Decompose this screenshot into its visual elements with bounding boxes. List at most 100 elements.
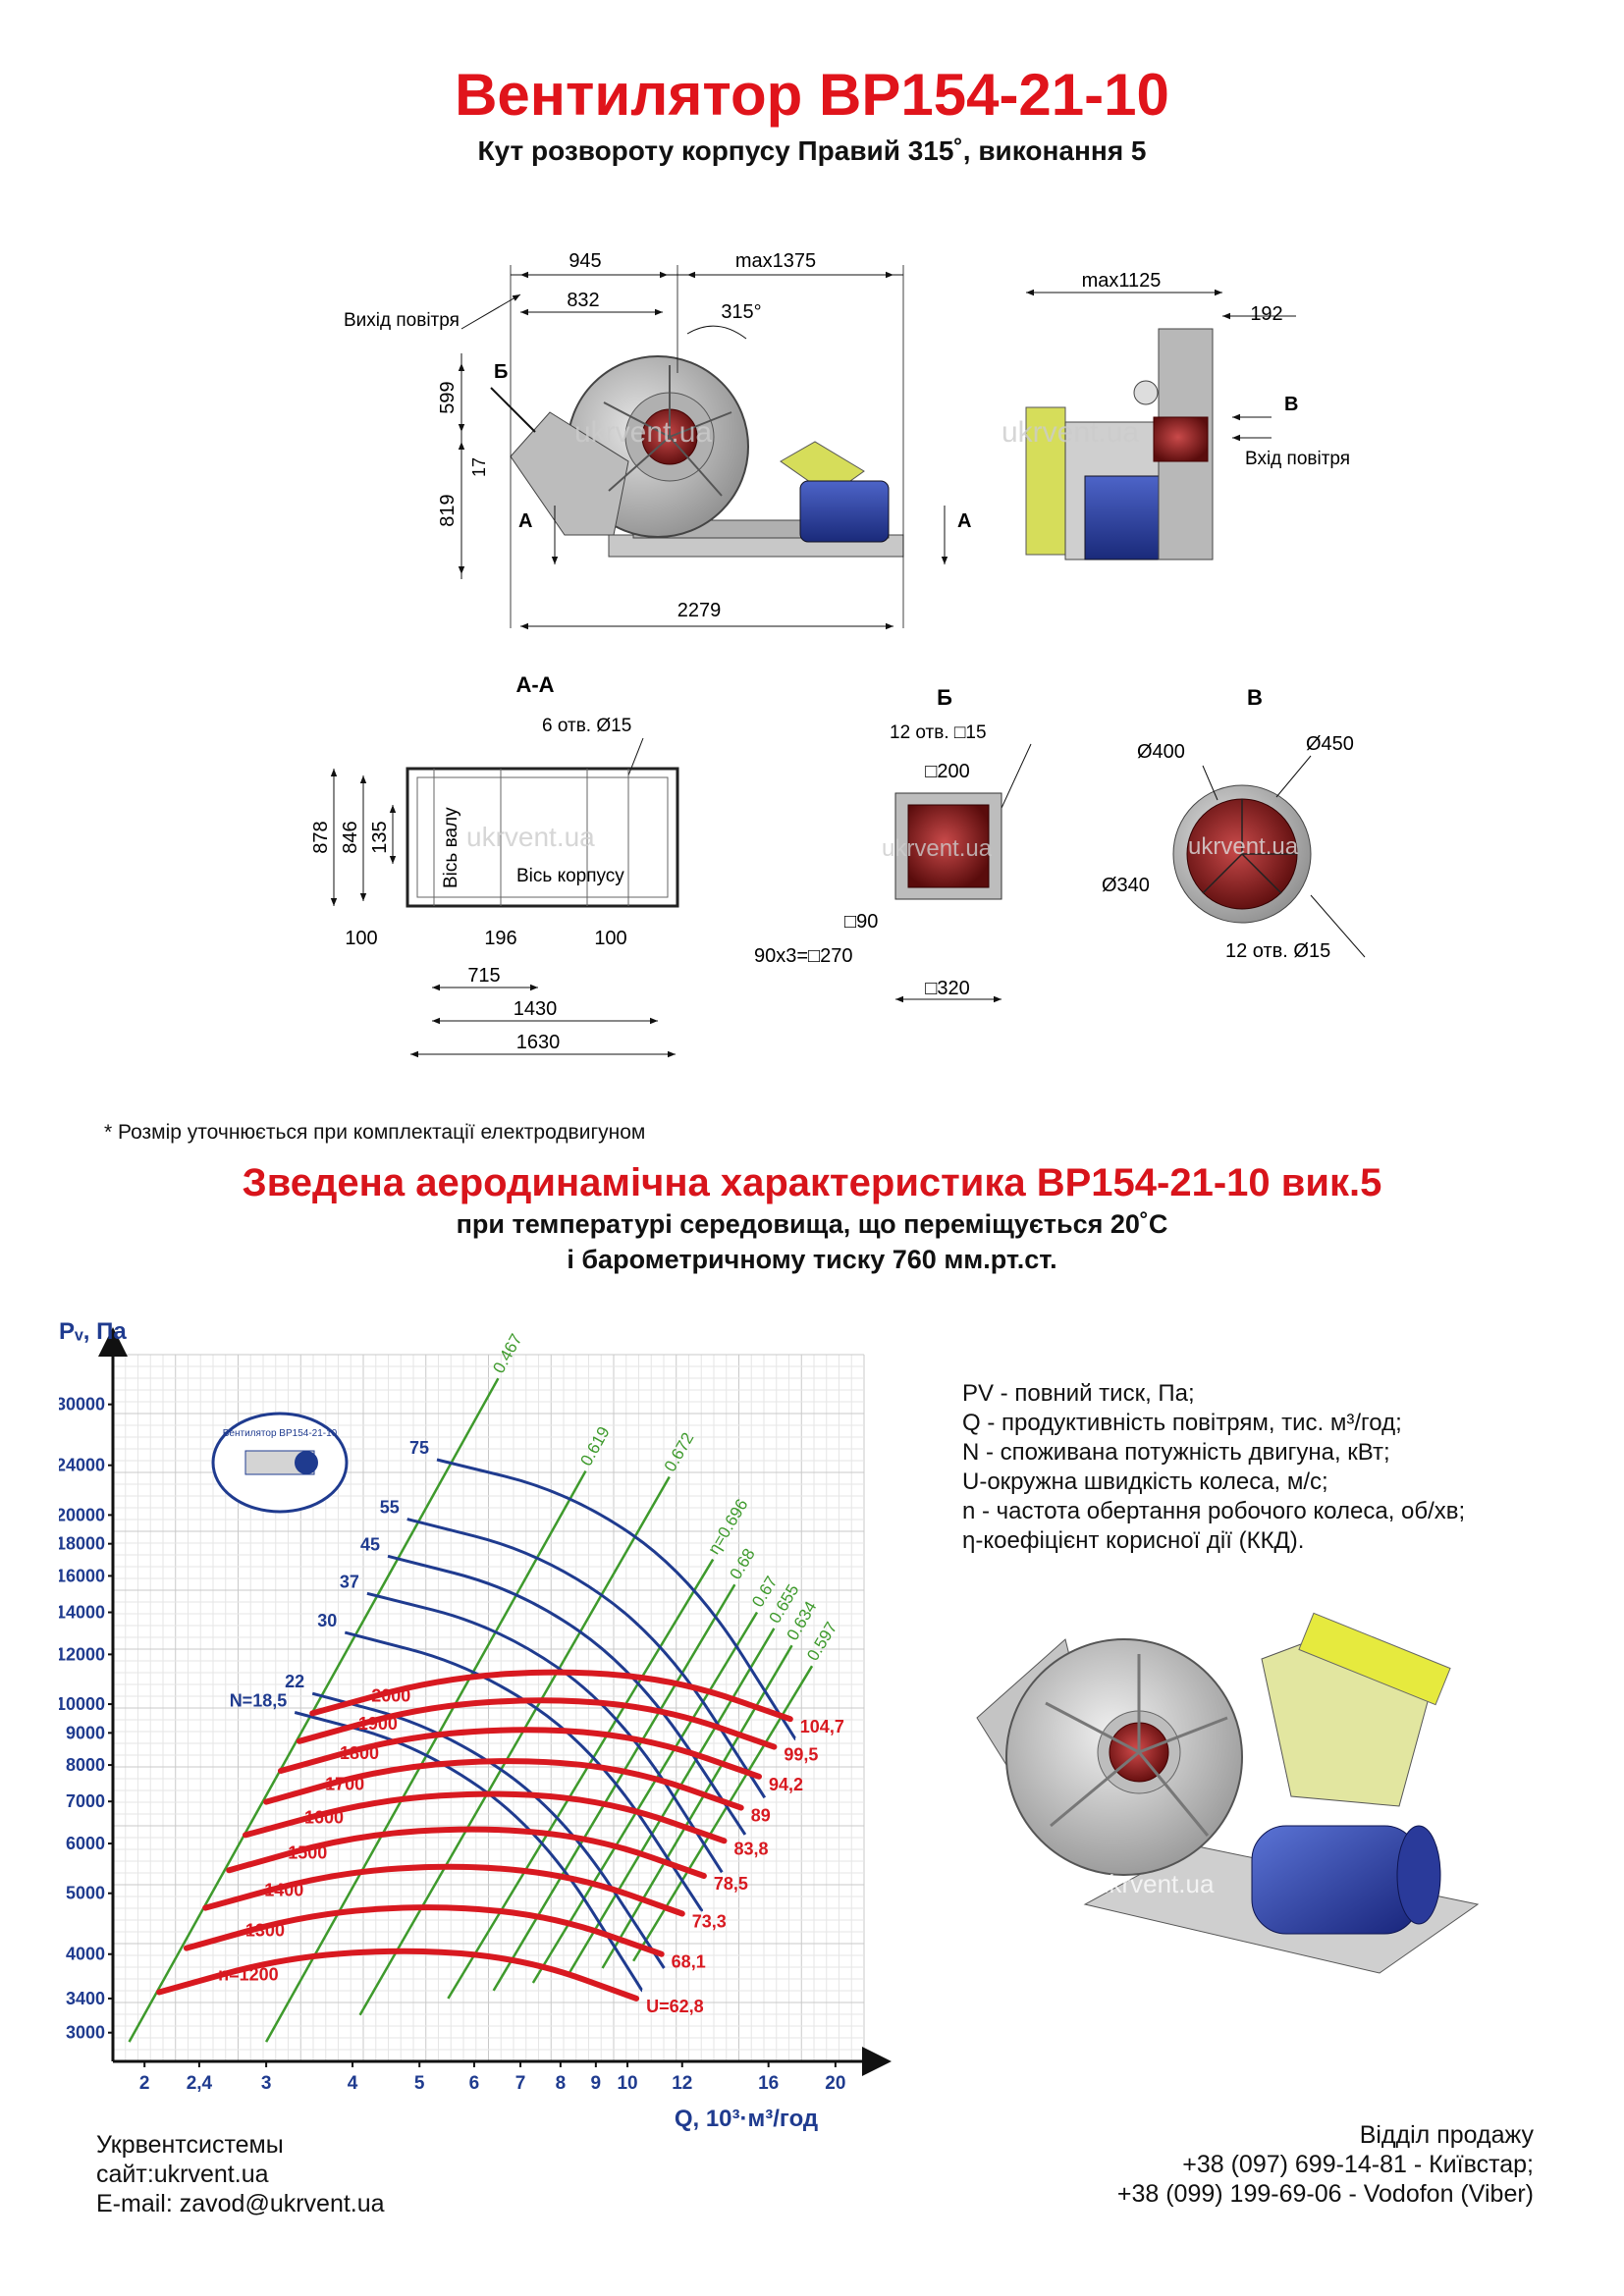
view-b-title: Б — [937, 685, 952, 710]
rpm-curve — [243, 1790, 728, 1844]
rpm-label: 1500 — [288, 1842, 327, 1862]
power-label: 37 — [340, 1572, 359, 1591]
view-b-holes: 12 отв. □15 — [890, 722, 987, 743]
power-label: 30 — [317, 1611, 337, 1630]
y-tick-label: 20000 — [59, 1505, 105, 1524]
watermark-view-b: ukrvent.ua — [882, 835, 993, 862]
rpm-label: 1900 — [358, 1714, 398, 1734]
phone-vodafone[interactable]: +38 (099) 199-69-06 - Vodofon (Viber) — [1116, 2180, 1534, 2208]
peripheral-speed-label: 99,5 — [784, 1745, 818, 1765]
dim-17: 17 — [469, 457, 489, 477]
phone-kyivstar[interactable]: +38 (097) 699-14-81 - Київстар; — [1182, 2151, 1534, 2178]
dim-819: 819 — [437, 494, 459, 526]
dim-196: 196 — [484, 928, 516, 949]
footer-sales: Відділ продажу +38 (097) 699-14-81 - Киї… — [1117, 2120, 1534, 2209]
efficiency-label: 0.672 — [661, 1429, 698, 1474]
legend-item: Q - продуктивність повітрям, тис. м³/год… — [962, 1410, 1402, 1436]
x-tick-label: 2 — [139, 2073, 150, 2094]
y-tick-label: 16000 — [59, 1566, 105, 1585]
view-v-title: В — [1247, 685, 1263, 710]
efficiency-label: 0.68 — [727, 1545, 759, 1582]
x-tick-label: 4 — [348, 2073, 358, 2094]
peripheral-speed-label: 78,5 — [714, 1874, 748, 1894]
y-tick-label: 10000 — [59, 1694, 105, 1714]
email[interactable]: E-mail: zavod@ukrvent.ua — [96, 2190, 385, 2217]
dim-100-right: 100 — [594, 928, 626, 949]
x-tick-label: 8 — [556, 2073, 567, 2094]
view-v: В Ø400 Ø450 Ø340 12 отв. Ø15 ukrvent.ua — [1102, 685, 1366, 962]
chart-legend: PV - повний тиск, Па; Q - продуктивність… — [962, 1379, 1465, 1556]
dia-450: Ø450 — [1306, 733, 1354, 755]
sales-title: Відділ продажу — [1359, 2121, 1534, 2149]
company-name: Укрвентсистемы — [96, 2131, 284, 2159]
rpm-curve — [226, 1826, 707, 1879]
dia-400: Ø400 — [1137, 741, 1185, 763]
efficiency-line — [567, 1628, 776, 1977]
rpm-label: 1800 — [340, 1743, 379, 1763]
y-axis-label: Pᵥ, Па — [59, 1318, 127, 1345]
power-label: 55 — [380, 1498, 400, 1518]
y-tick-label: 9000 — [66, 1723, 105, 1742]
y-tick-label: 6000 — [66, 1834, 105, 1853]
dim-945: 945 — [568, 250, 601, 272]
x-tick-label: 6 — [469, 2073, 480, 2094]
x-tick-label: 5 — [414, 2073, 425, 2094]
power-label: 75 — [409, 1438, 429, 1458]
page-subtitle: Кут розвороту корпусу Правий 315˚, викон… — [477, 135, 1147, 166]
website[interactable]: сайт:ukrvent.ua — [96, 2161, 269, 2188]
lab-logo: Вентилятор ВР154-21-10 — [211, 1412, 349, 1514]
section-aa-holes: 6 отв. Ø15 — [542, 716, 631, 736]
dim-max1125: max1125 — [1082, 270, 1162, 292]
dim-878: 878 — [310, 821, 332, 853]
y-tick-label: 18000 — [59, 1534, 105, 1554]
x-tick-label: 10 — [617, 2073, 637, 2094]
peripheral-speed-label: 68,1 — [672, 1952, 706, 1972]
efficiency-label: 0.619 — [576, 1423, 613, 1468]
footer-contacts: Укрвентсистемы сайт:ukrvent.ua E-mail: z… — [96, 2130, 385, 2218]
x-tick-label: 9 — [591, 2073, 602, 2094]
rpm-label: 1300 — [245, 1921, 285, 1941]
efficiency-line — [447, 1558, 715, 2000]
legend-item: n - частота обертання робочого колеса, о… — [962, 1498, 1466, 1524]
chart-subtitle-2: і барометричному тиску 760 мм.рт.ст. — [567, 1245, 1057, 1274]
x-tick-label: 2,4 — [187, 2073, 213, 2094]
y-tick-label: 24000 — [59, 1456, 105, 1475]
x-tick-label: 3 — [261, 2073, 272, 2094]
rpm-label: 1400 — [264, 1881, 303, 1900]
power-curve — [294, 1711, 644, 1993]
angle-315: 315° — [721, 301, 761, 323]
section-a-marker-right: А — [957, 510, 971, 532]
dim-1430: 1430 — [514, 998, 558, 1020]
dim-135: 135 — [369, 821, 391, 853]
technical-drawing: 945 max1375 832 315° Вихід повітря Б 599… — [310, 250, 1366, 1058]
efficiency-line — [601, 1644, 793, 1969]
dia-340: Ø340 — [1102, 875, 1150, 896]
view-v-marker: В — [1284, 394, 1298, 415]
power-curve — [406, 1518, 767, 1799]
dim-715: 715 — [467, 965, 500, 987]
watermark-front: ukrvent.ua — [574, 416, 712, 449]
power-label: N=18,5 — [230, 1691, 288, 1711]
motor-note: * Розмір уточнюється при комплектації ел… — [104, 1121, 646, 1144]
rpm-label: n=1200 — [218, 1964, 279, 1984]
watermark-side: ukrvent.ua — [1001, 416, 1139, 449]
rpm-curves: n=1200U=62,8130068,1140073,3150078,51600… — [156, 1669, 844, 2016]
air-outlet-label: Вихід повітря — [344, 310, 460, 331]
front-view: 945 max1375 832 315° Вихід повітря Б 599… — [344, 250, 971, 630]
peripheral-speed-label: 73,3 — [692, 1911, 727, 1931]
y-tick-label: 14000 — [59, 1603, 105, 1623]
section-b-marker: Б — [494, 361, 508, 383]
power-curve — [311, 1691, 666, 1970]
y-tick-label: 3000 — [66, 2023, 105, 2043]
y-tick-label: 4000 — [66, 1945, 105, 1964]
y-tick-label: 30000 — [59, 1395, 105, 1415]
rpm-curve — [278, 1727, 762, 1780]
rpm-curve — [202, 1863, 685, 1917]
sq-270: 90х3=□270 — [754, 945, 853, 967]
dim-1630: 1630 — [516, 1032, 561, 1053]
rpm-curve — [156, 1948, 640, 2002]
section-a-marker-left: А — [518, 510, 532, 532]
chart-axes: 3000024000200001800016000140001200010000… — [59, 1327, 892, 2094]
rpm-curve — [183, 1904, 665, 1957]
peripheral-speed-label: 104,7 — [800, 1717, 844, 1736]
